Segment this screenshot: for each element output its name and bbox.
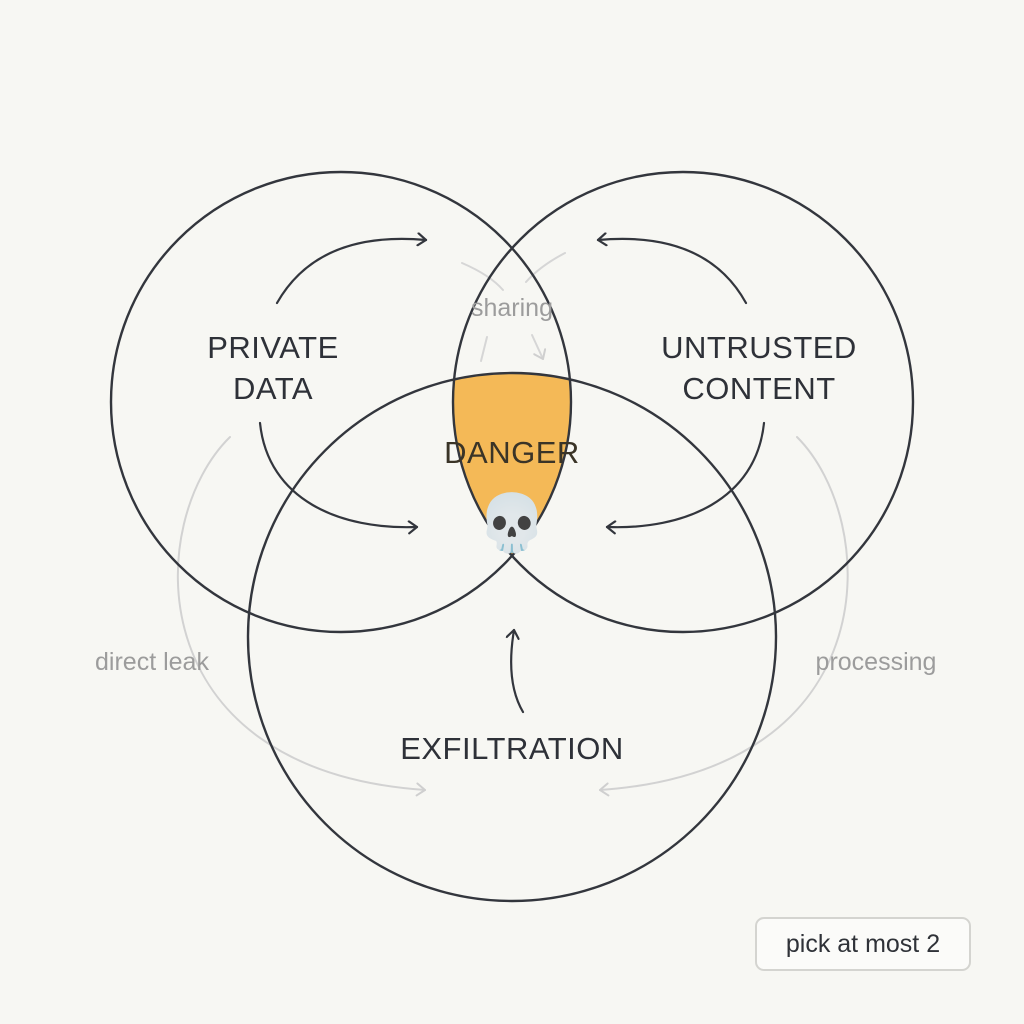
processing-label: processing (816, 648, 937, 676)
circle-untrusted-content (451, 170, 915, 634)
private-data-label-line1: PRIVATE (207, 330, 339, 365)
skull-icon: 💀 (477, 491, 547, 556)
sharing-right-tick (525, 252, 566, 283)
untrusted-content-label-line2: CONTENT (682, 371, 835, 406)
private-to-danger-arrow (258, 421, 419, 527)
circle-private-data (109, 170, 573, 634)
untrusted-to-sharing-arrow (596, 239, 748, 305)
sharing-left-arrow (480, 336, 488, 362)
untrusted-to-danger-arrow (605, 421, 766, 527)
constraint-note: pick at most 2 (755, 917, 971, 971)
sharing-label: sharing (471, 294, 553, 322)
untrusted-content-label-line1: UNTRUSTED (661, 330, 857, 365)
exfiltration-to-danger-arrow (511, 628, 525, 714)
constraint-note-text: pick at most 2 (785, 929, 941, 958)
direct-leak-arrow (177, 436, 426, 797)
circle-exfiltration (246, 371, 778, 903)
exfiltration-label: EXFILTRATION (400, 731, 624, 766)
sharing-right-arrow (531, 334, 547, 360)
processing-arrow (599, 436, 849, 797)
direct-leak-label: direct leak (95, 648, 209, 676)
sharing-left-tick (461, 262, 504, 291)
danger-label: DANGER (444, 435, 580, 470)
private-data-label-line2: DATA (233, 371, 313, 406)
private-to-sharing-arrow (275, 239, 428, 305)
